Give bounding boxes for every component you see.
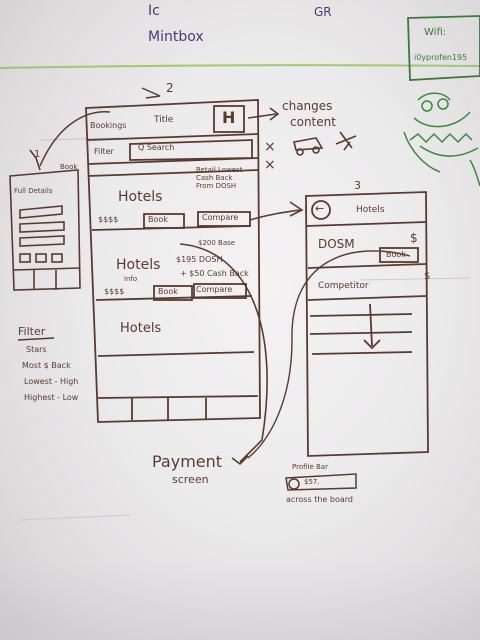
screen2-bookings: Bookings: [90, 121, 127, 130]
filter-item-highest-low: Highest - Low: [24, 393, 79, 402]
hotel1-compare-button: Compare: [202, 213, 239, 222]
hotel1-book-button: Book: [148, 215, 168, 224]
hotel2-name: Hotels: [116, 257, 161, 273]
screen3-dosh: DOSM: [318, 237, 355, 251]
screen3-dollar-2: $: [424, 271, 431, 282]
screen3-title: Hotels: [356, 205, 385, 215]
filter-item-lowest-high: Lowest - High: [24, 377, 79, 386]
profile-bar-value: $57.: [304, 478, 320, 486]
screen3-back-icon: ←: [315, 202, 325, 215]
transport-doodles: [293, 131, 357, 156]
hotel3-name: Hotels: [120, 321, 162, 336]
screen3-dollar-1: $: [410, 231, 418, 245]
screen1-title: Full Details: [14, 187, 53, 195]
payment-screen-line1: Payment: [152, 452, 223, 471]
hotel2-price-base: $200 Base: [198, 239, 236, 247]
hotel2-price-dosh: $195 DOSH: [176, 255, 223, 264]
screen3-wireframe: [305, 191, 429, 457]
wifi-value: i0yprofen195: [414, 53, 468, 62]
screen2-header-h-icon: H: [222, 108, 236, 127]
profile-bar-note: across the board: [286, 495, 353, 504]
hotel2-book-button: Book: [158, 287, 178, 296]
filter-item-stars: Stars: [26, 345, 47, 354]
screen2-title: Title: [154, 115, 174, 125]
screen2-number: 2: [166, 81, 174, 95]
top-note-partial: Ic: [148, 3, 160, 19]
screen2-close-mark-2: ×: [264, 157, 276, 173]
screen3-competitor: Competitor: [318, 281, 369, 291]
screen2-filter-label: Filter: [94, 147, 114, 156]
screen1-book: Book: [60, 163, 78, 171]
screen1-wireframe: [9, 149, 81, 291]
kermit-doodle-icon: [403, 92, 480, 187]
screen2-close-mark-1: ×: [264, 139, 276, 155]
callout-content: content: [290, 115, 336, 129]
callout-changes: changes: [282, 99, 333, 113]
screen2-wireframe: [85, 99, 261, 423]
wifi-label: Wifi:: [424, 27, 447, 38]
payment-screen-line2: screen: [172, 473, 209, 486]
profile-bar-wireframe: [285, 473, 357, 491]
top-note-mintbox: Mintbox: [148, 29, 204, 45]
hotel2-info: info: [124, 275, 138, 283]
filter-notes-title: Filter: [18, 325, 46, 338]
screen2-search: Q Search: [138, 143, 175, 152]
hotel1-info: Retail Lowest Cash Back From DOSH: [196, 166, 243, 191]
hotel2-compare-button: Compare: [196, 285, 233, 294]
screen3-number: 3: [354, 179, 361, 192]
profile-bar-title: Profile Bar: [292, 463, 328, 471]
hotel1-price-button: $$$$: [98, 215, 119, 224]
hotel2-price-button: $$$$: [104, 287, 125, 296]
filter-item-most-back: Most $ Back: [22, 361, 71, 370]
hotel1-name: Hotels: [118, 189, 163, 205]
screen3-book-button: Book: [386, 250, 406, 259]
screen1-number: 1: [34, 149, 41, 160]
hotel2-cash-back: + $50 Cash Back: [180, 269, 249, 278]
top-note-right: GR: [314, 5, 332, 19]
